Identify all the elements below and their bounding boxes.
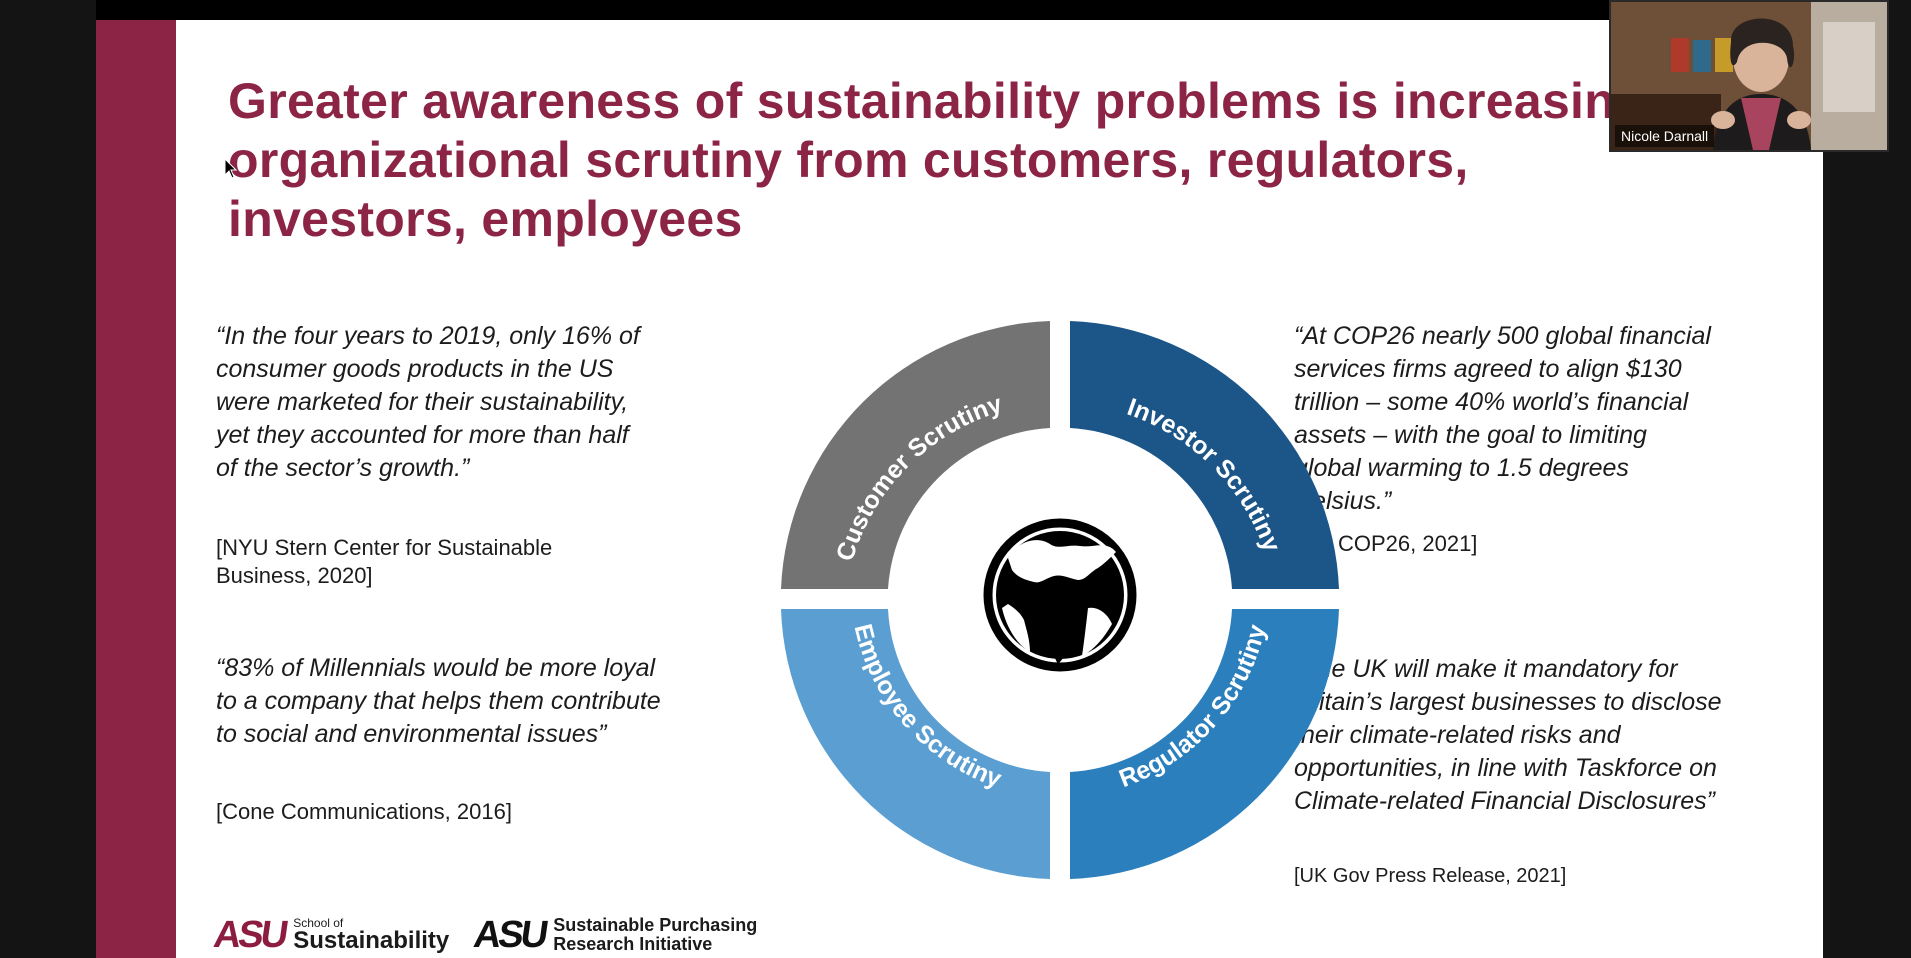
slide-accent-bar	[96, 20, 176, 958]
participant-video-tile[interactable]: Nicole Darnall	[1609, 0, 1889, 152]
slide-title: Greater awareness of sustainability prob…	[228, 73, 1646, 247]
asu-logo-mark: ASU	[471, 914, 549, 956]
regulator-scrutiny-segment	[1070, 609, 1339, 879]
logo-spri-line2: Research Initiative	[553, 934, 713, 954]
top-bar	[96, 0, 1823, 20]
quote-source: [UN COP26, 2021]	[1294, 531, 1478, 556]
presentation-slide: Greater awareness of sustainability prob…	[96, 20, 1823, 958]
quote-text: “83% of Millennials would be more loyal …	[216, 654, 661, 748]
quote-text: “At COP26 nearly 500 global financial se…	[1294, 322, 1711, 515]
quote-text: “In the four years to 2019, only 16% of …	[216, 322, 640, 482]
logo-spri-line1: Sustainable Purchasing	[553, 915, 758, 935]
quote-source: [Cone Communications, 2016]	[216, 799, 512, 824]
asu-spri-logo: ASU Sustainable Purchasing Research Init…	[471, 914, 758, 956]
customer-scrutiny-segment	[781, 321, 1050, 589]
scrutiny-ring-diagram: Customer Scrutiny Investor Scrutiny Empl…	[781, 321, 1339, 879]
asu-school-of-sustainability-logo: ASU School of Sustainability	[211, 914, 450, 956]
employee-scrutiny-segment	[781, 609, 1050, 879]
participant-name-label: Nicole Darnall	[1615, 125, 1715, 147]
globe-icon	[983, 518, 1137, 672]
mouse-cursor-icon	[224, 158, 238, 179]
quote-text: “The UK will make it mandatory for Brita…	[1294, 655, 1722, 815]
logo-sustainability: Sustainability	[293, 927, 450, 954]
quote-source: [UK Gov Press Release, 2021]	[1294, 865, 1567, 887]
logo-school-of: School of	[293, 916, 344, 930]
investor-scrutiny-segment	[1070, 321, 1339, 589]
quote-source: [NYU Stern Center for Sustainable Busine…	[216, 535, 553, 588]
asu-logo-mark: ASU	[211, 914, 289, 956]
